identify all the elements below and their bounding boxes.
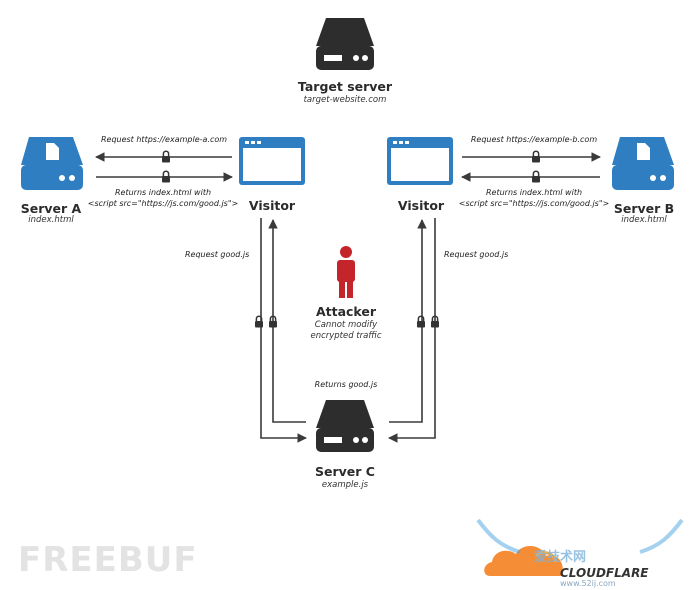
wing-decoration-icon <box>476 518 684 554</box>
request-b-label: Request https://example-b.com <box>470 135 598 144</box>
target-server-icon <box>316 18 374 70</box>
request-goodjs-left-label: Request good.js <box>185 250 250 259</box>
lock-icon <box>531 170 541 184</box>
site-url-watermark: www.52ij.com <box>560 579 616 588</box>
returns-b-label-line1: Returns index.html with <box>485 188 583 197</box>
server-a-icon <box>21 137 83 190</box>
visitor-left-title: Visitor <box>248 198 296 213</box>
lock-icon <box>161 170 171 184</box>
arrow-server-c-to-visitor-left <box>268 219 306 423</box>
lock-icon <box>161 150 171 164</box>
arrow-server-c-to-visitor-right <box>389 219 427 423</box>
returns-goodjs-label: Returns good.js <box>314 380 378 389</box>
visitor-left-browser-icon <box>239 137 305 185</box>
server-a-subtitle: index.html <box>28 215 74 225</box>
server-c-icon <box>316 400 374 452</box>
request-a-label: Request https://example-a.com <box>100 135 228 144</box>
server-b-title: Server B <box>613 201 675 216</box>
returns-a-label-line2: <script src="https://js.com/good.js"> <box>87 199 239 208</box>
freebuf-watermark: FREEBUF <box>18 540 198 580</box>
target-server-title: Target server <box>297 79 393 94</box>
attacker-subtitle-line2: encrypted traffic <box>310 331 382 341</box>
site-cn-watermark: 爱技术网 <box>534 550 587 565</box>
attacker-person-icon <box>337 246 355 298</box>
returns-b-label-line2: <script src="https://js.com/good.js"> <box>458 199 610 208</box>
server-c-title: Server C <box>315 464 375 479</box>
target-server-subtitle: target-website.com <box>303 95 387 105</box>
returns-a-label-line1: Returns index.html with <box>114 188 212 197</box>
request-goodjs-right-label: Request good.js <box>444 250 509 259</box>
lock-icon <box>254 315 264 329</box>
visitor-right-browser-icon <box>387 137 453 185</box>
lock-icon <box>531 150 541 164</box>
arrow-visitor-left-to-server-c <box>260 218 307 443</box>
attacker-title: Attacker <box>315 304 377 319</box>
lock-icon <box>416 315 426 329</box>
cloudflare-wordmark: CLOUDFLARE <box>560 566 649 580</box>
server-a-title: Server A <box>20 201 82 216</box>
server-b-subtitle: index.html <box>621 215 667 225</box>
visitor-right-title: Visitor <box>397 198 445 213</box>
cloudflare-cloud-logo <box>484 546 563 576</box>
server-c-subtitle: example.js <box>321 480 369 490</box>
arrow-visitor-right-to-server-c <box>388 218 436 443</box>
server-b-icon <box>612 137 674 190</box>
attacker-subtitle-line1: Cannot modify <box>314 320 378 330</box>
